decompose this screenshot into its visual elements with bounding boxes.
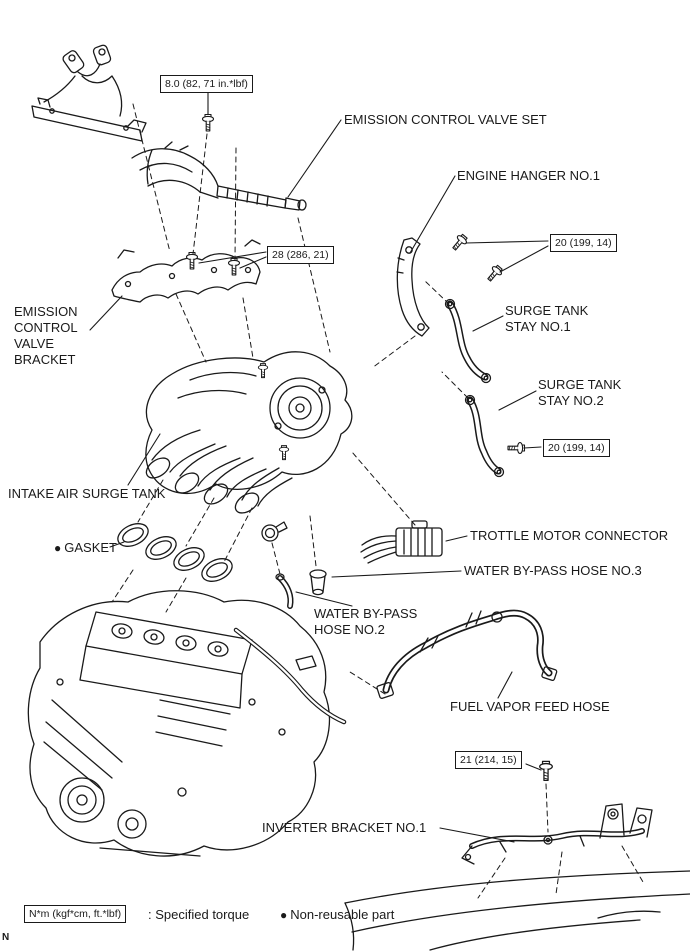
label-surge-tank-stay-2: SURGE TANK STAY NO.2	[538, 377, 622, 408]
legend-nonreusable: ●Non-reusable part	[280, 907, 394, 923]
torque-spec-hanger: 20 (199, 14)	[550, 234, 617, 252]
torque-spec-stay-2: 20 (199, 14)	[543, 439, 610, 457]
engine-hanger-drawing	[396, 237, 430, 337]
inverter-bracket-drawing	[461, 803, 653, 865]
water-bypass-hose-3-drawing	[309, 569, 327, 596]
label-water-bypass-hose-2: WATER BY-PASS HOSE NO.2	[314, 606, 418, 637]
legend-torque-symbol: N*m (kgf*cm, ft.*lbf)	[24, 905, 127, 923]
water-bypass-hose-2-drawing	[261, 521, 294, 609]
intake-air-surge-tank-drawing	[145, 351, 353, 514]
legend-torque-meaning: : Specified torque	[148, 907, 250, 922]
emission-control-valve-set-drawing	[31, 44, 307, 211]
vehicle-body-panel-drawing	[344, 870, 690, 951]
gasket-drawing	[117, 523, 233, 582]
non-reusable-part-icon: ●	[54, 541, 62, 555]
throttle-motor-connector-drawing	[360, 520, 443, 564]
engine-assembly-drawing	[27, 590, 347, 857]
fuel-vapor-feed-hose-drawing	[376, 609, 558, 699]
label-engine-hanger: ENGINE HANGER NO.1	[457, 168, 601, 183]
surge-tank-stay-2-drawing	[464, 394, 505, 478]
label-throttle-motor-connector: TROTTLE MOTOR CONNECTOR	[470, 528, 669, 543]
legend-nonreusable-text: Non-reusable part	[290, 907, 395, 922]
label-gasket: ●GASKET	[54, 540, 117, 556]
emission-control-valve-bracket-drawing	[111, 239, 261, 303]
surge-tank-stay-1-drawing	[444, 298, 492, 384]
label-emission-control-valve-bracket: EMISSION CONTROL VALVE BRACKET	[14, 304, 78, 367]
leader-lines	[89, 92, 549, 843]
torque-spec-valve-set: 8.0 (82, 71 in.*lbf)	[160, 75, 253, 93]
label-surge-tank-stay-1: SURGE TANK STAY NO.1	[505, 303, 589, 334]
page-corner-mark: N	[2, 932, 10, 943]
non-reusable-part-icon: ●	[280, 908, 288, 922]
label-fuel-vapor-feed-hose: FUEL VAPOR FEED HOSE	[450, 699, 610, 714]
torque-spec-bracket: 28 (286, 21)	[267, 246, 334, 264]
label-inverter-bracket: INVERTER BRACKET NO.1	[262, 820, 427, 835]
label-water-bypass-hose-3: WATER BY-PASS HOSE NO.3	[464, 563, 642, 578]
assembly-dashed-lines	[111, 103, 644, 899]
torque-spec-inverter-bolt: 21 (214, 15)	[455, 751, 522, 769]
label-emission-control-valve-set: EMISSION CONTROL VALVE SET	[344, 112, 547, 127]
label-gasket-text: GASKET	[64, 540, 117, 555]
label-intake-air-surge-tank: INTAKE AIR SURGE TANK	[8, 486, 166, 501]
